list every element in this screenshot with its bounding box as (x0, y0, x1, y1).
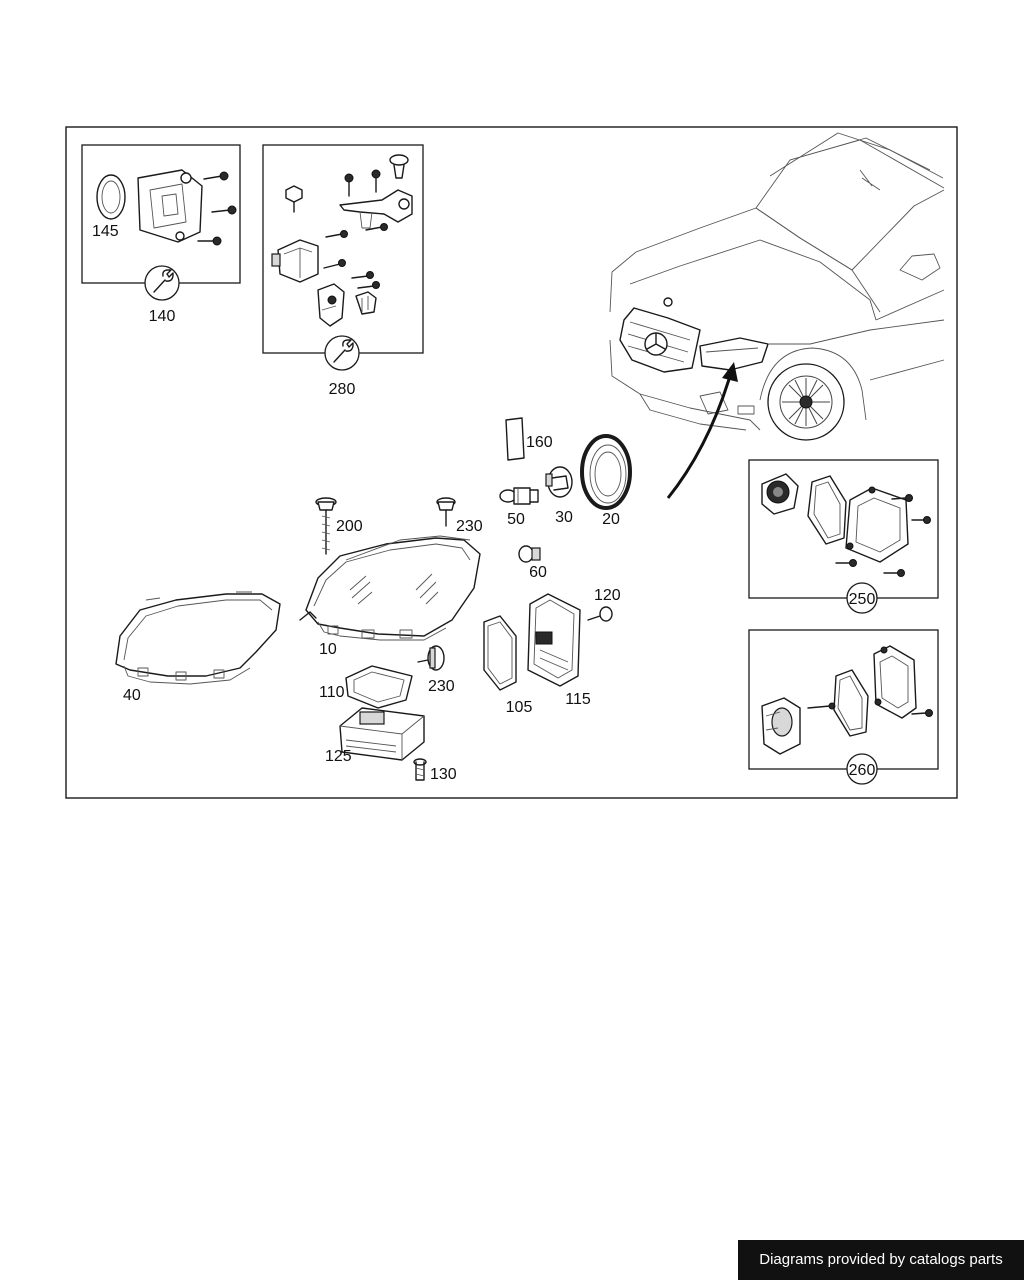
seal-gasket (833, 669, 869, 737)
bulb-50 (499, 487, 539, 505)
screw (371, 169, 381, 193)
callout-230-top: 230 (456, 518, 483, 535)
label-sticker-160 (505, 417, 525, 461)
screw (323, 259, 346, 269)
callout-20: 20 (602, 511, 620, 528)
gasket-110 (345, 665, 413, 709)
callout-280: 280 (329, 381, 356, 398)
wrench-icon (144, 265, 180, 301)
screw (211, 205, 237, 215)
callout-115: 115 (565, 691, 591, 708)
hex-nut (285, 185, 303, 213)
callout-145: 145 (92, 223, 119, 240)
fan-unit (761, 473, 799, 515)
long-screw (807, 702, 836, 710)
wrench-icon (324, 335, 360, 371)
callout-125: 125 (325, 748, 352, 765)
inset-280: 280 (262, 144, 424, 398)
cover-cap-20 (580, 434, 632, 510)
screw (911, 516, 931, 524)
screw (911, 709, 933, 717)
bolt-130 (413, 758, 427, 781)
callout-circle (846, 753, 878, 785)
callout-50: 50 (507, 511, 525, 528)
callout-250: 250 (849, 591, 876, 608)
module-frame (845, 486, 909, 563)
screw (197, 236, 222, 246)
inset-250: 250 (748, 459, 939, 614)
callout-circle (846, 582, 878, 614)
diagram-credit: Diagrams provided by catalogs parts (738, 1240, 1024, 1280)
inset-140: 145 140 (81, 144, 241, 325)
callout-40: 40 (123, 687, 141, 704)
callout-10: 10 (319, 641, 337, 658)
bulb-60 (518, 545, 541, 563)
housing-40 (115, 591, 281, 685)
cap (389, 154, 409, 179)
callout-60: 60 (529, 564, 547, 581)
screw (357, 281, 380, 289)
screw (351, 271, 374, 279)
screw (344, 173, 354, 197)
callout-260: 260 (849, 762, 876, 779)
diagram-frame (65, 126, 958, 799)
seal-ring-145 (96, 174, 126, 220)
callout-200: 200 (336, 518, 363, 535)
screw (365, 223, 388, 231)
plug (355, 291, 377, 315)
screw (883, 569, 905, 577)
screw (203, 171, 229, 181)
vehicle-front-view (609, 132, 945, 499)
location-arrow (666, 362, 738, 499)
control-unit-125 (339, 707, 425, 761)
screw-200 (315, 497, 337, 555)
callout-230-bottom: 230 (428, 678, 455, 695)
callout-30: 30 (555, 509, 573, 526)
callout-140: 140 (149, 308, 176, 325)
ballast-module-115 (527, 593, 581, 687)
callout-105: 105 (506, 699, 533, 716)
callout-130: 130 (430, 766, 457, 783)
screw-230-bottom (417, 645, 445, 671)
seal-105 (483, 615, 517, 691)
screw-120 (587, 606, 613, 622)
adjuster-unit (271, 239, 319, 283)
seal-gasket (807, 475, 847, 545)
adjuster-bracket (339, 189, 413, 229)
bulb-socket-30 (545, 466, 573, 498)
inset-260: 260 (748, 629, 939, 785)
callout-160: 160 (526, 434, 553, 451)
screw (835, 559, 857, 567)
blower-housing (761, 697, 801, 755)
mounting-clip (317, 283, 345, 327)
callout-120: 120 (594, 587, 621, 604)
screw (325, 230, 348, 238)
module-frame (873, 645, 917, 719)
mounting-bracket (137, 169, 203, 243)
screw (891, 494, 913, 502)
screw-230-top (436, 497, 456, 527)
headlamp-assembly-10 (299, 535, 481, 641)
callout-110: 110 (319, 684, 345, 701)
